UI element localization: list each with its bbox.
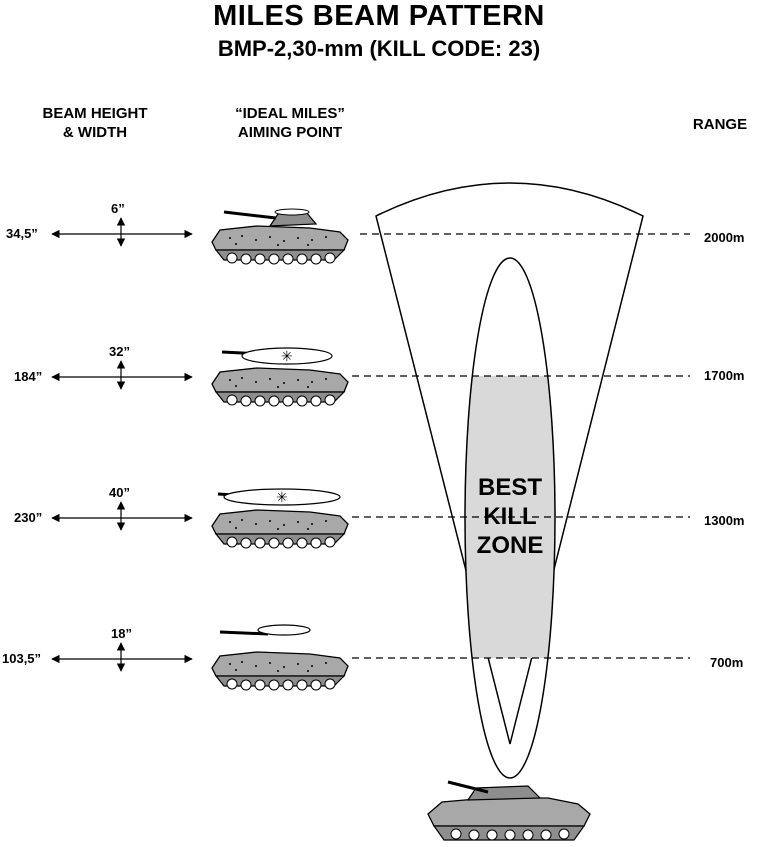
- beam-spot-icon: [223, 488, 341, 506]
- firing-bmp-2-vehicle-icon: [426, 780, 592, 842]
- beam-spot-icon: [257, 624, 311, 636]
- range-label-row-1: 2000m: [704, 230, 745, 245]
- height-label-row-4: 18”: [111, 626, 132, 641]
- beam-header-line-1: BEAM HEIGHT: [42, 105, 148, 122]
- width-label-row-2: 184”: [14, 369, 43, 384]
- height-label-row-3: 40”: [109, 485, 130, 500]
- aim-mark-icon: ✳: [281, 349, 293, 365]
- kill-zone-ellipse: [464, 257, 556, 779]
- range-label-row-3: 1300m: [704, 513, 745, 528]
- range-label-row-2: 1700m: [704, 368, 745, 383]
- beam-spot-icon: [274, 208, 310, 216]
- beam-header-line-2: & WIDTH: [62, 124, 128, 141]
- width-label-row-3: 230”: [14, 510, 43, 525]
- bmp-2-vehicle-icon: [211, 210, 349, 265]
- aim-header-line-2: AIMING POINT: [237, 124, 343, 141]
- bmp-2-vehicle-icon: [211, 367, 349, 407]
- beam-spot-icon: [241, 347, 333, 365]
- height-label-row-2: 32”: [109, 344, 130, 359]
- width-label-row-1: 34,5”: [6, 226, 38, 241]
- width-label-row-4: 103,5”: [2, 651, 42, 666]
- kill-zone-line-3: ZONE: [476, 532, 544, 559]
- bmp-2-vehicle-icon: [211, 651, 349, 691]
- diagram-title: MILES BEAM PATTERN: [213, 0, 545, 32]
- diagram-subtitle: BMP-2,30-mm (KILL CODE: 23): [217, 36, 541, 61]
- aim-header-line-1: “IDEAL MILES”: [235, 105, 345, 122]
- height-label-row-1: 6”: [111, 201, 125, 216]
- kill-zone-line-2: KILL: [483, 503, 537, 530]
- best-kill-zone-label: BEST KILL ZONE: [462, 473, 558, 560]
- beam-column-header: BEAM HEIGHT & WIDTH: [20, 104, 170, 142]
- bmp-2-vehicle-icon: [211, 509, 349, 549]
- aim-column-header: “IDEAL MILES” AIMING POINT: [200, 104, 380, 142]
- kill-zone-line-1: BEST: [477, 474, 542, 501]
- aim-mark-icon: ✳: [276, 490, 288, 506]
- range-column-header: RANGE: [692, 116, 748, 133]
- range-label-row-4: 700m: [710, 655, 744, 670]
